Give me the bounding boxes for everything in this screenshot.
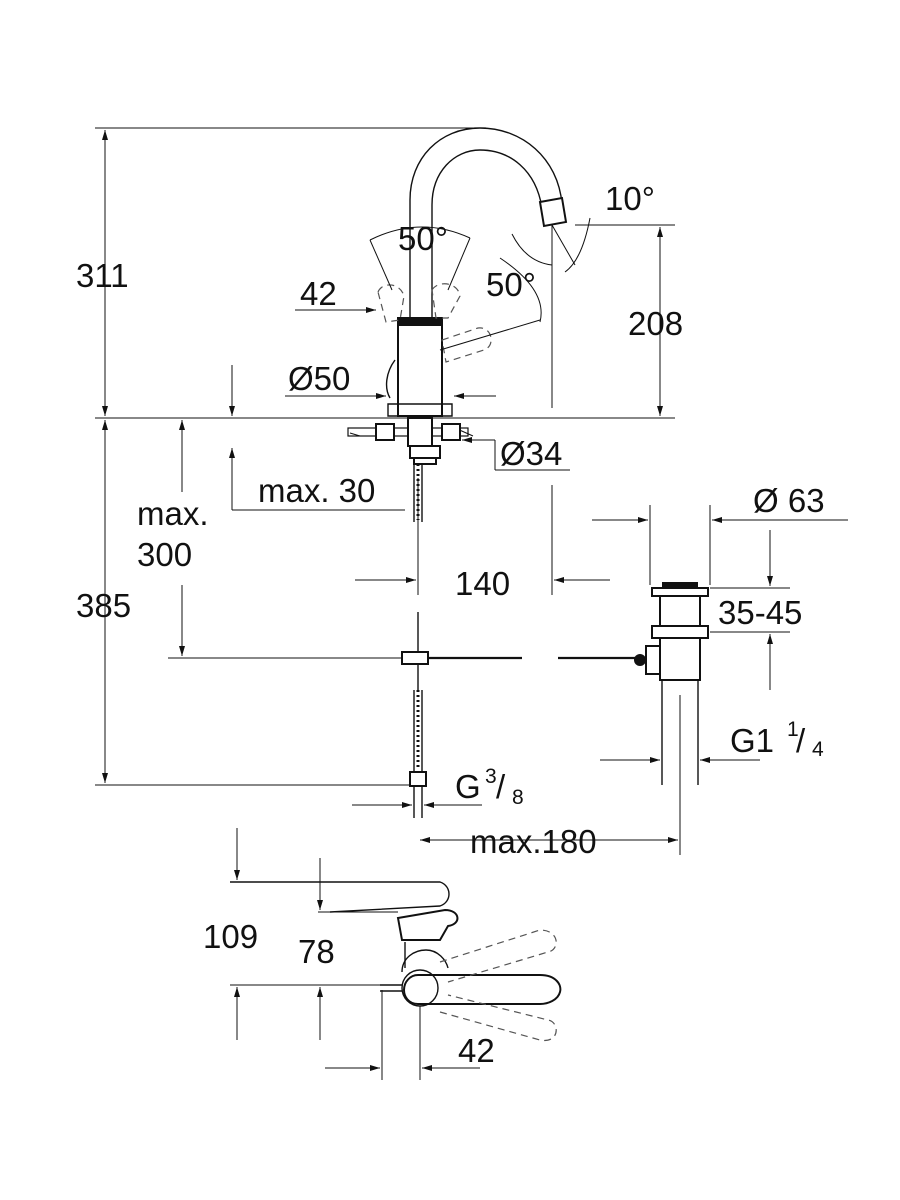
label-spout-height: 208 (628, 305, 683, 342)
deck-mount (347, 417, 474, 465)
label-max-hose-line1: max. (137, 495, 209, 532)
label-lever-angle-front: 50° (398, 220, 448, 257)
label-spout-reach: 140 (455, 565, 510, 602)
label-waste-thread: G1 1 / 4 (730, 718, 824, 761)
reference-lines (95, 127, 675, 786)
waste-assembly (558, 505, 790, 855)
label-waste-range: 35-45 (718, 594, 802, 631)
hoses (401, 464, 522, 818)
label-spout-angle: 10° (605, 180, 655, 217)
hose-thread-den: 8 (512, 786, 524, 809)
waste-thread-main: G1 (730, 722, 774, 759)
label-height-total: 311 (76, 257, 129, 294)
waste-thread-num: 1 (787, 718, 799, 741)
label-waste-diameter: Ø 63 (753, 482, 825, 519)
hose-thread-num: 3 (485, 765, 497, 788)
label-below-deck: 385 (76, 587, 131, 624)
label-max-waste-offset: max.180 (470, 823, 597, 860)
label-lever-height: 109 (203, 918, 258, 955)
label-lever-angle-side: 50° (486, 266, 536, 303)
label-max-deck-thickness: max. 30 (258, 472, 375, 509)
hose-thread-main: G (455, 768, 481, 805)
waste-thread-slash: / (796, 722, 806, 759)
faucet-top-view (230, 881, 562, 1080)
dimension-labels: 311 208 10° 50° 50° 42 Ø50 Ø34 max. 30 m… (76, 180, 825, 1069)
dimension-lines (102, 130, 848, 1071)
label-hose-thread: G 3 / 8 (455, 765, 524, 809)
label-max-hose-line2: 300 (137, 536, 192, 573)
label-lever-offset-top: 42 (300, 275, 337, 312)
hose-thread-slash: / (496, 768, 506, 805)
label-base-diameter: Ø50 (288, 360, 350, 397)
waste-thread-den: 4 (812, 738, 824, 761)
label-body-height: 78 (298, 933, 335, 970)
label-lever-offset-bottom: 42 (458, 1032, 495, 1069)
faucet-front-view (347, 127, 591, 818)
label-thread-diameter: Ø34 (500, 435, 562, 472)
